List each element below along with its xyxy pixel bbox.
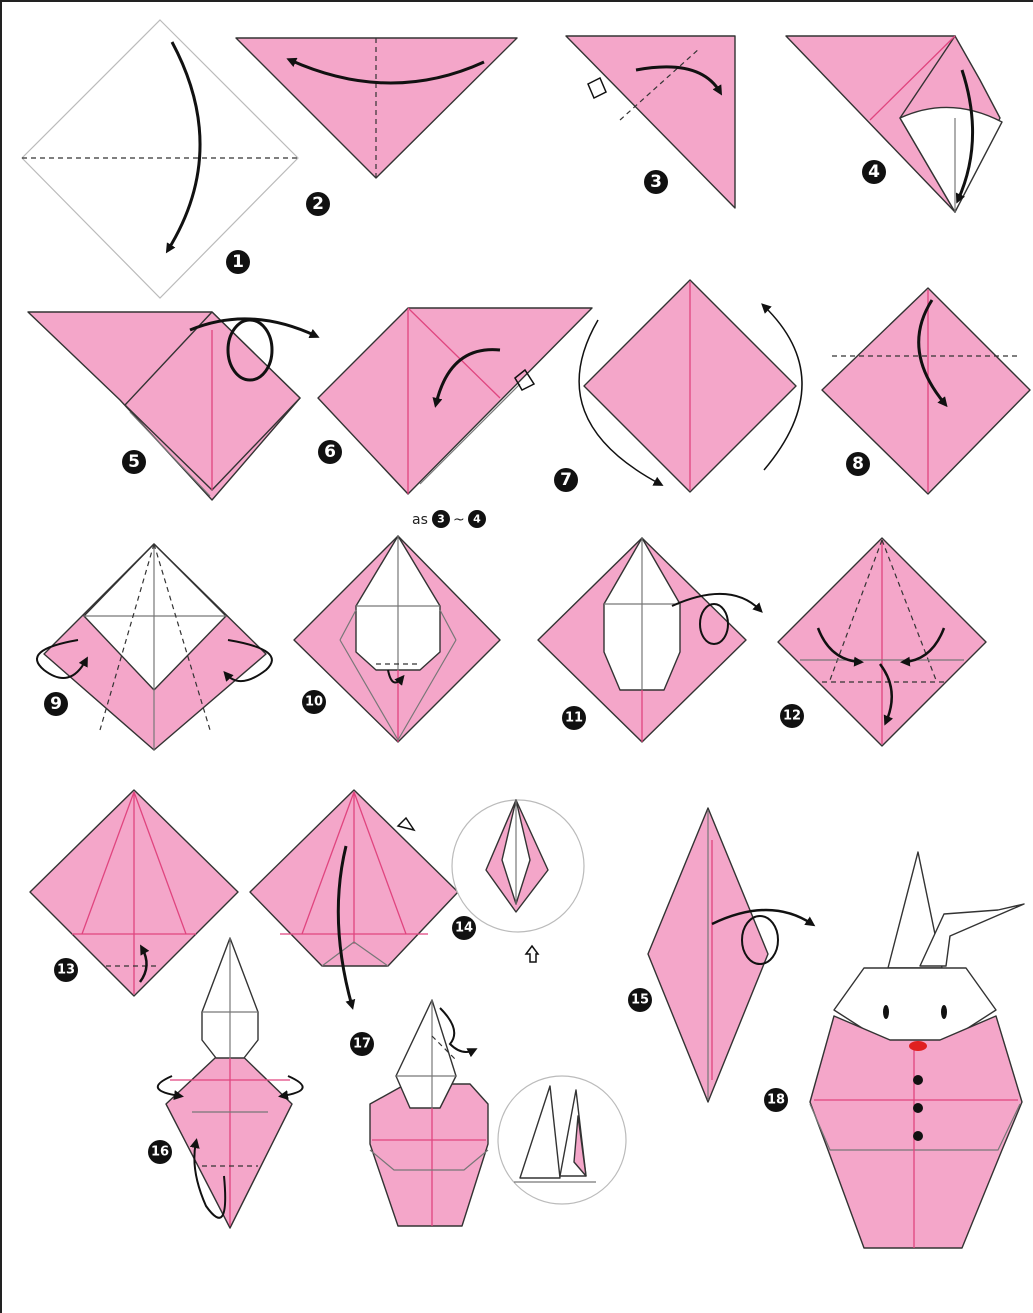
step-17-detail-circle (498, 1076, 626, 1204)
step-16-figure (158, 938, 303, 1228)
step-17-figure (370, 1000, 488, 1226)
step-label-18: 18 (767, 1093, 785, 1108)
step-label-4: 4 (868, 162, 880, 182)
note-step-from: 3 (437, 513, 445, 526)
step-4-figure (786, 36, 1002, 212)
note-as-steps: as 3 ~ 4 (412, 510, 486, 528)
step-10-figure (294, 536, 500, 742)
santa-nose (909, 1041, 927, 1051)
note-as-text: as (412, 512, 428, 528)
note-step-to: 4 (473, 513, 481, 526)
santa-button-2 (913, 1103, 923, 1113)
step-1-figure (22, 20, 298, 298)
santa-button-1 (913, 1075, 923, 1085)
step-14-figure (250, 790, 458, 1006)
step-label-7: 7 (560, 470, 572, 490)
step-label-16: 16 (151, 1145, 169, 1160)
santa-hat-tip (920, 904, 1024, 966)
step-label-10: 10 (305, 695, 323, 710)
step-label-12: 12 (783, 709, 801, 724)
step-label-13: 13 (57, 963, 75, 978)
step-15-figure (648, 808, 812, 1102)
step-label-5: 5 (128, 452, 140, 472)
step-label-3: 3 (650, 172, 662, 192)
step-18-finished-model (810, 852, 1024, 1248)
step-14-detail-circle (452, 800, 584, 962)
step-6-figure (318, 308, 592, 494)
note-tilde: ~ (453, 512, 465, 528)
step-label-11: 11 (565, 711, 583, 726)
step-label-2: 2 (312, 194, 324, 214)
step-label-6: 6 (324, 442, 336, 462)
step-12-figure (778, 538, 986, 746)
santa-button-3 (913, 1131, 923, 1141)
step-label-1: 1 (232, 252, 244, 272)
santa-left-eye (883, 1005, 889, 1019)
step-label-17: 17 (353, 1037, 371, 1052)
step-label-9: 9 (50, 694, 62, 714)
step-5-figure (28, 312, 316, 500)
step-9-figure (37, 544, 272, 750)
step-7-figure (579, 280, 802, 492)
step-label-8: 8 (852, 454, 864, 474)
santa-right-eye (941, 1005, 947, 1019)
step-label-14: 14 (455, 921, 473, 936)
step-label-15: 15 (631, 993, 649, 1008)
